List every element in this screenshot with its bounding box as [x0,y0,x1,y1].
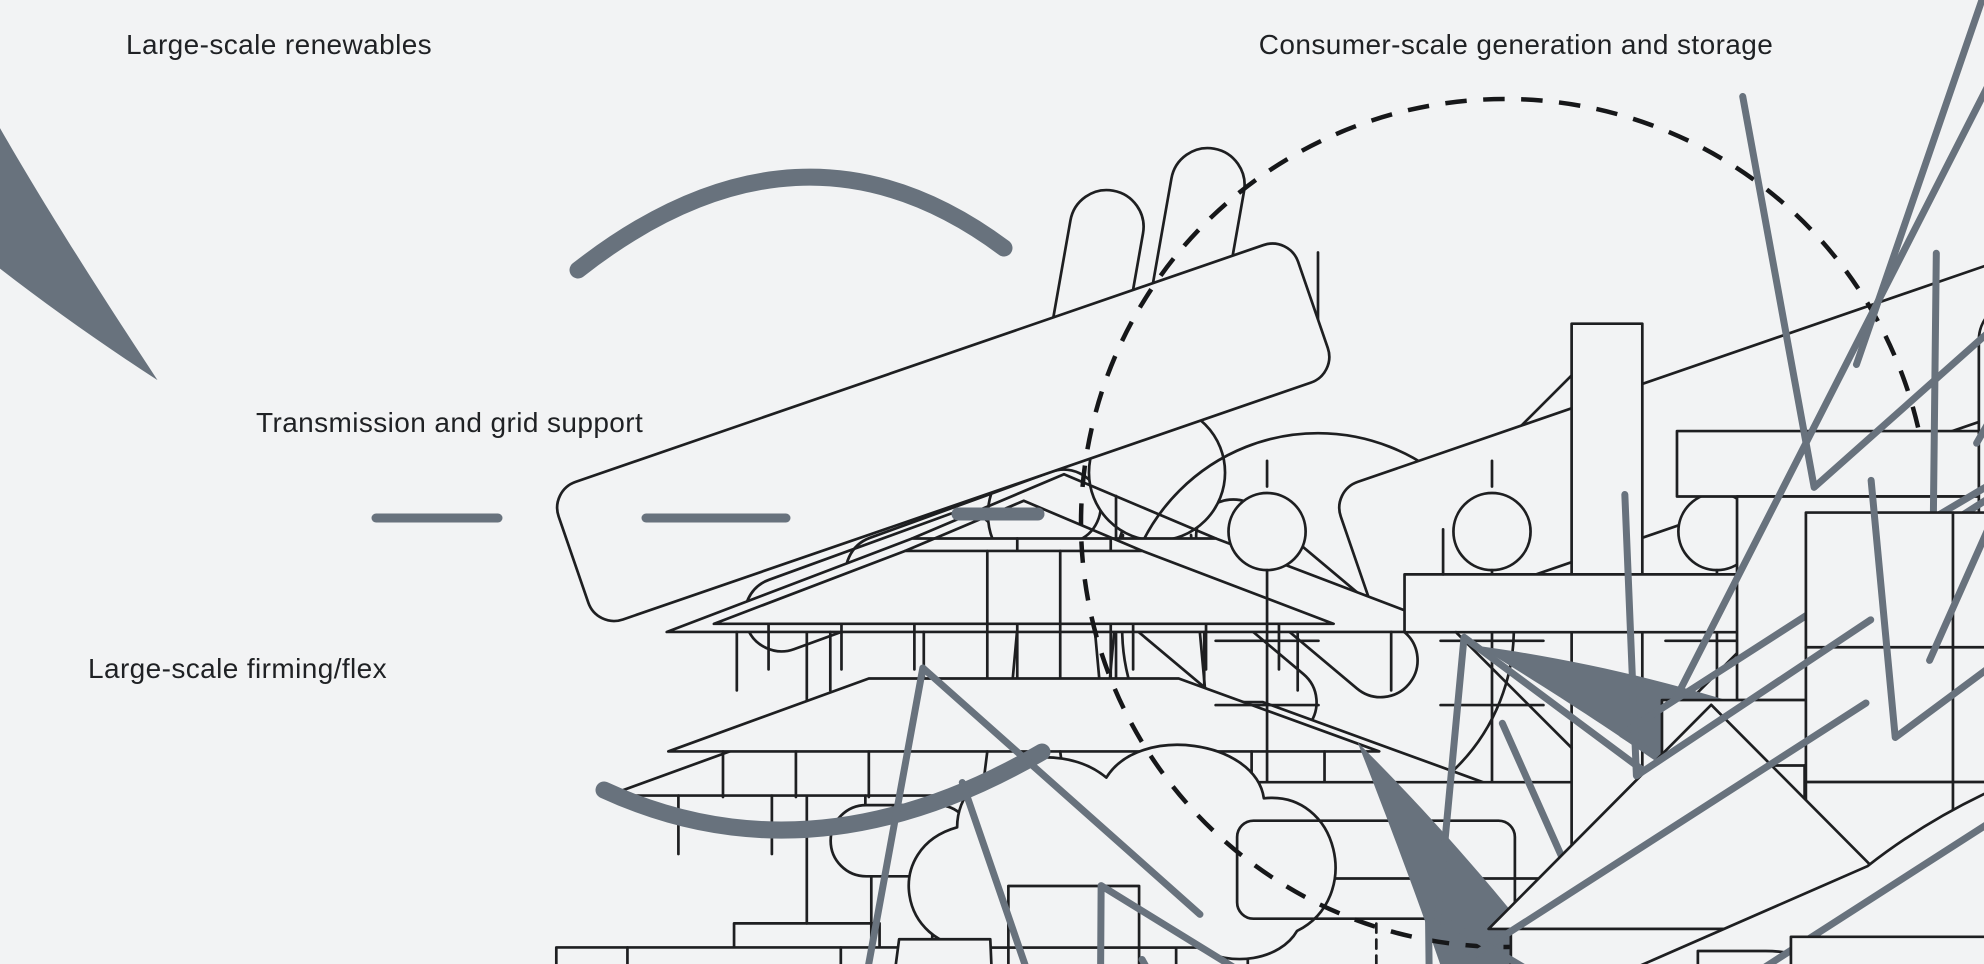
transmission-icons [376,322,1984,964]
firming-title: Large-scale firming/flex [88,653,388,684]
arrow-into-circle [958,514,1984,964]
flow-arrow-to-consumer [578,177,1984,964]
flow-arrow-to-firming [0,0,1042,830]
consumer-title: Consumer-scale generation and storage [1258,29,1774,60]
transmission-title: Transmission and grid support [256,407,644,438]
renewables-title: Large-scale renewables [126,29,433,60]
